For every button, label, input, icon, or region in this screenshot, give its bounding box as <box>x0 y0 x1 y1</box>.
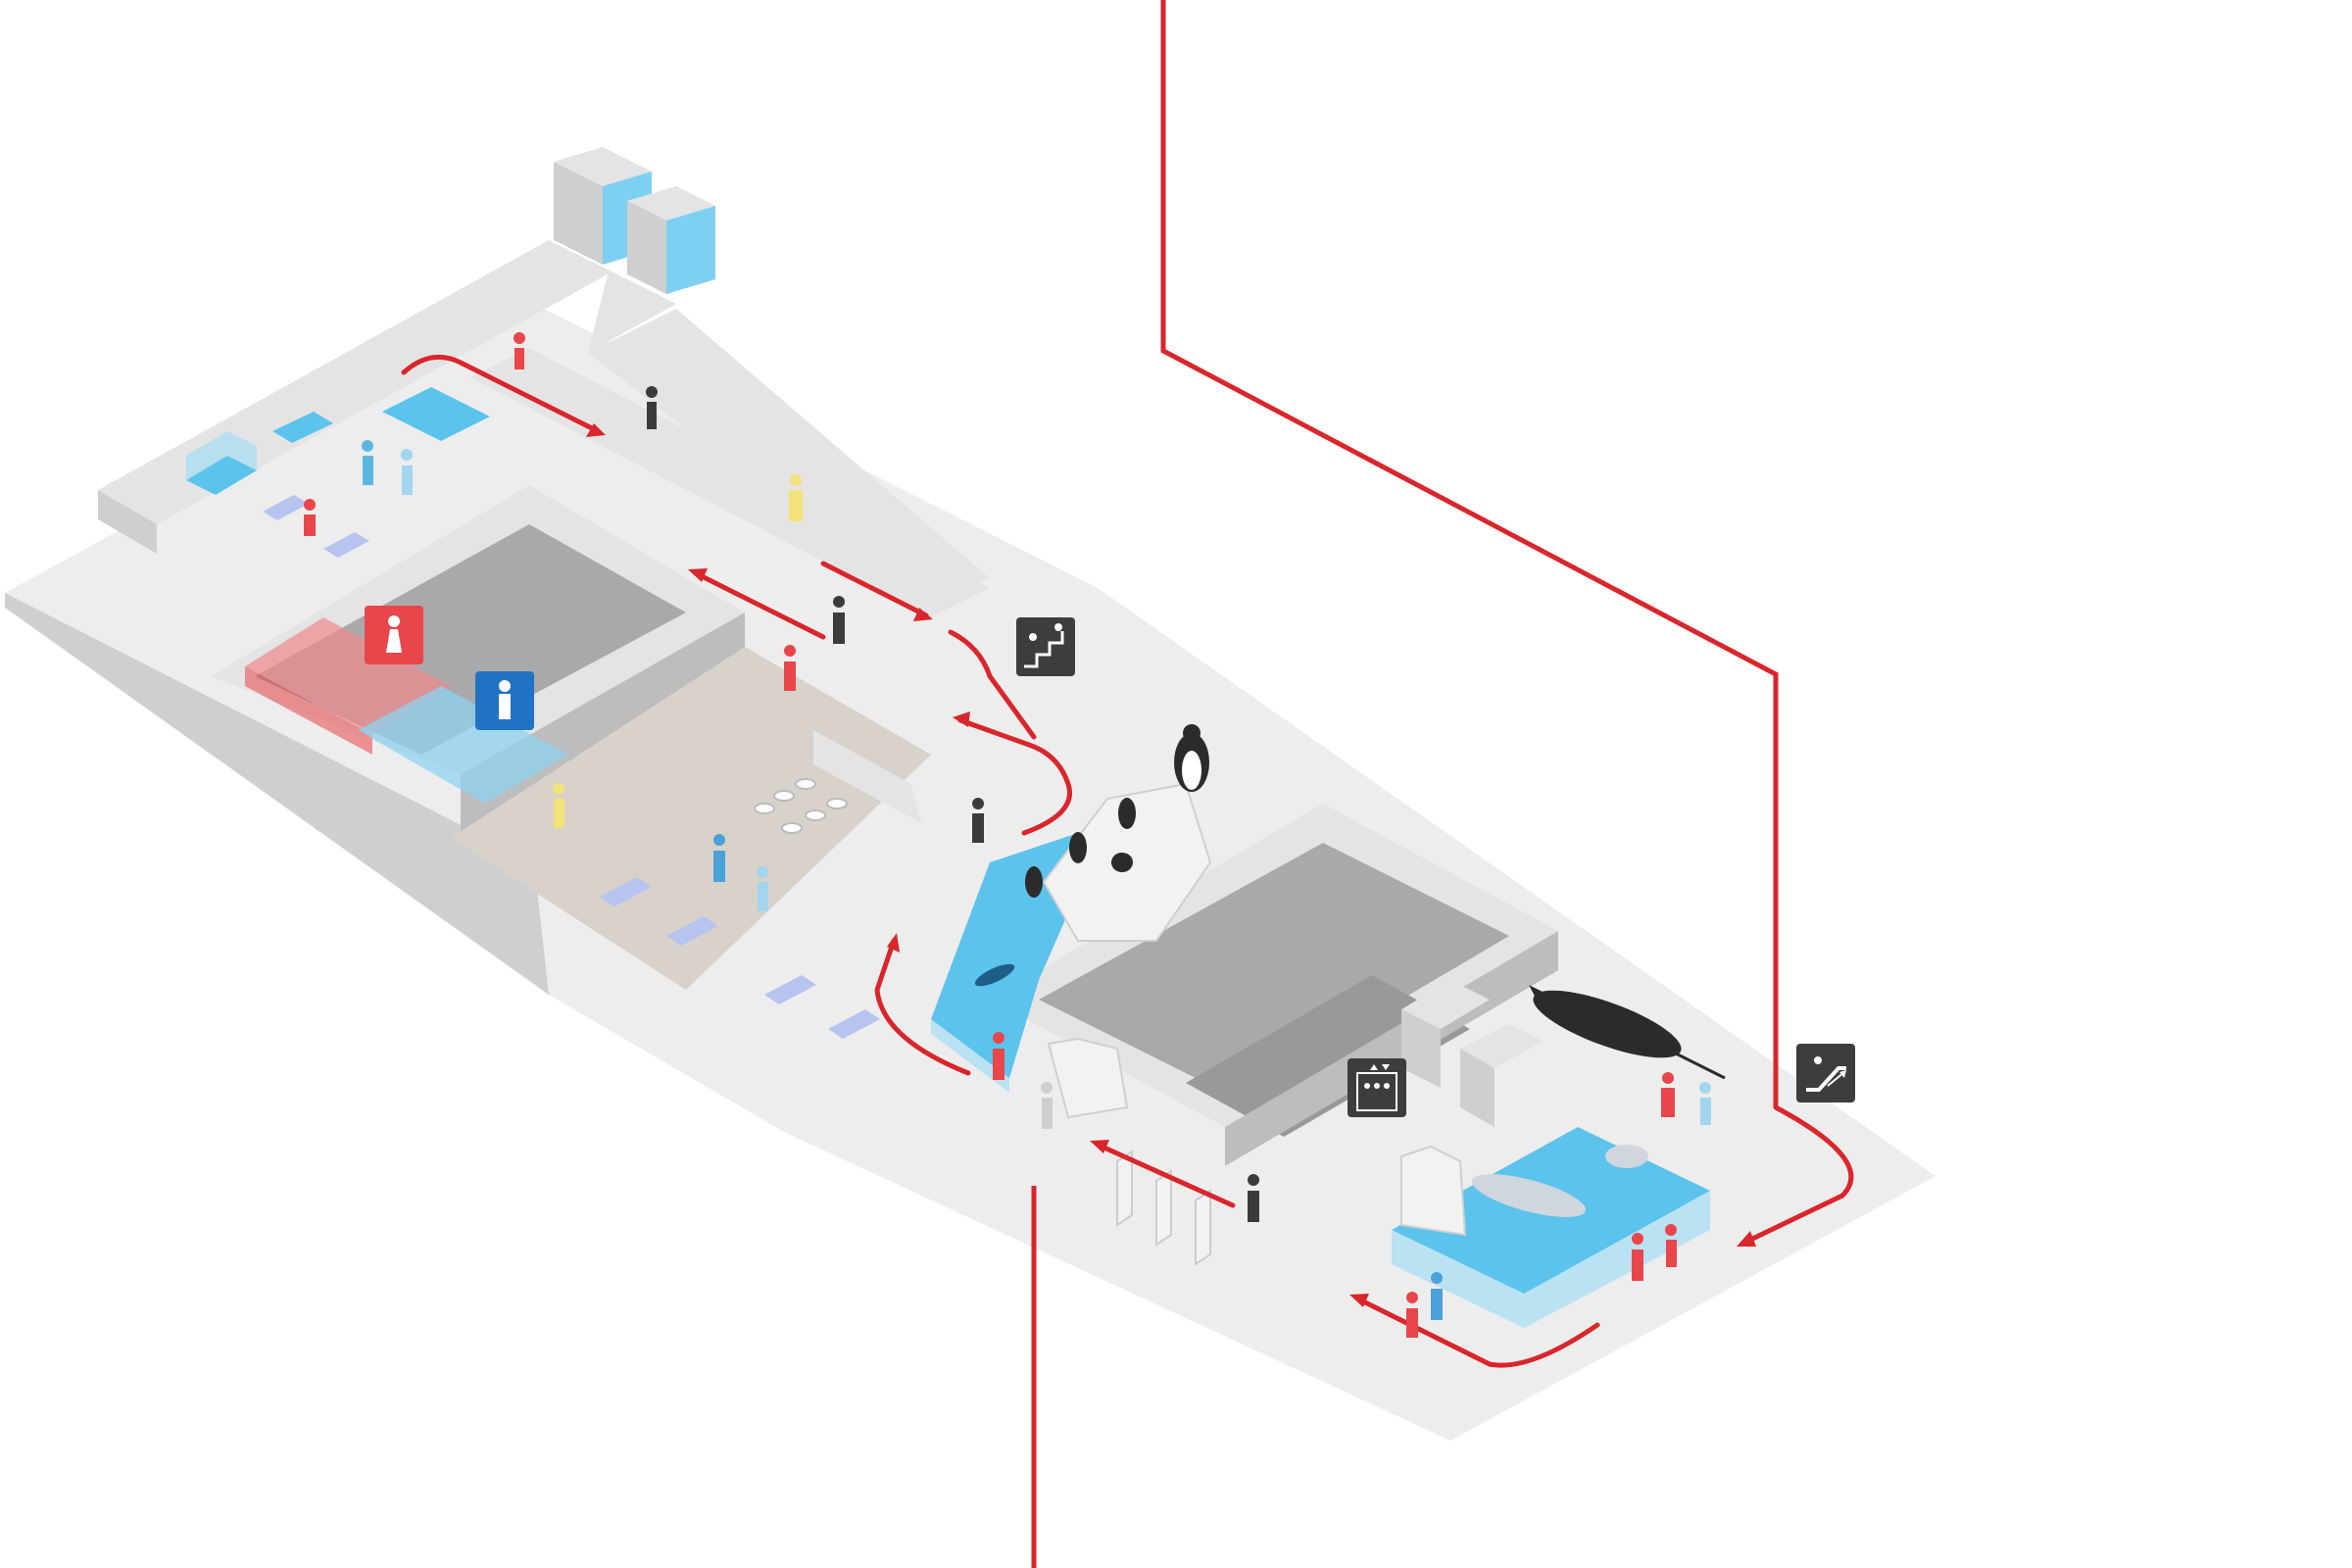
aquarium-tank-icon <box>1401 980 1544 1127</box>
mens-restroom-sign <box>475 671 534 730</box>
narwhal-tank-glass <box>1524 1191 1710 1328</box>
entrance-gates <box>1116 1150 1211 1266</box>
narwhal-icon <box>1529 985 1726 1080</box>
stairs-sign <box>1016 617 1075 676</box>
entry-wall <box>549 240 676 353</box>
plaza-tables <box>754 778 848 834</box>
small-tanks <box>186 387 490 495</box>
north-wall-face <box>98 490 157 554</box>
narwhal-tank-side <box>1392 1230 1524 1328</box>
floor-slab <box>5 304 1936 1441</box>
plaza-barrier <box>813 730 921 823</box>
womens-restroom-sign <box>365 606 423 664</box>
route-line-top <box>1160 0 1779 1107</box>
east-block-void <box>1039 843 1509 1098</box>
visitors <box>304 332 1711 1338</box>
seal-icon <box>1471 1145 1648 1217</box>
plaza-floor <box>451 647 931 990</box>
east-block-face <box>1225 931 1558 1166</box>
front-rock <box>1047 1037 1129 1119</box>
womens-restroom-wall <box>245 666 372 755</box>
escalator-sign <box>1796 1044 1855 1102</box>
floor-slab-edge <box>5 593 549 995</box>
east-block-inner <box>1186 975 1470 1137</box>
elevator-sign <box>1348 1058 1406 1117</box>
mens-restroom-area <box>358 686 568 804</box>
womens-restroom-area <box>245 617 451 735</box>
restroom-block-face <box>461 612 745 833</box>
penguin-icon <box>974 724 1209 987</box>
penguin-pool-glass <box>931 1019 1009 1093</box>
east-corridor-wall <box>588 309 990 612</box>
narwhal-rock <box>1400 1145 1467 1237</box>
lockers <box>554 147 715 294</box>
walking-route <box>401 354 1854 1368</box>
benches <box>263 495 880 1039</box>
